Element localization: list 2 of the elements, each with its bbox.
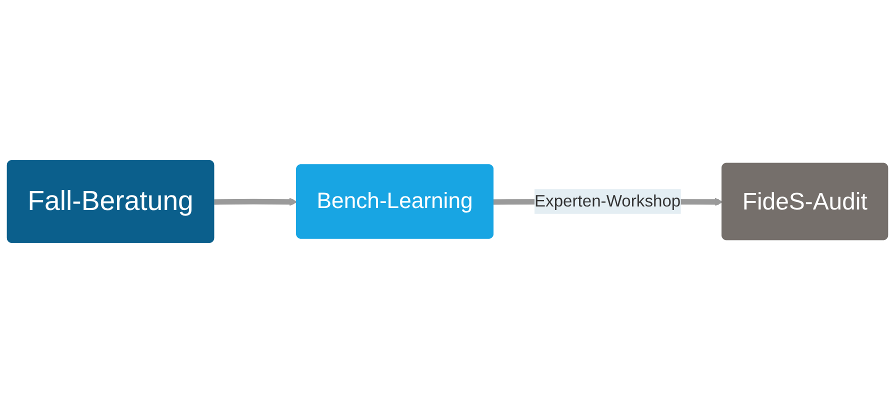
edge-label: Experten-Workshop	[534, 192, 681, 210]
arrow	[214, 198, 298, 206]
